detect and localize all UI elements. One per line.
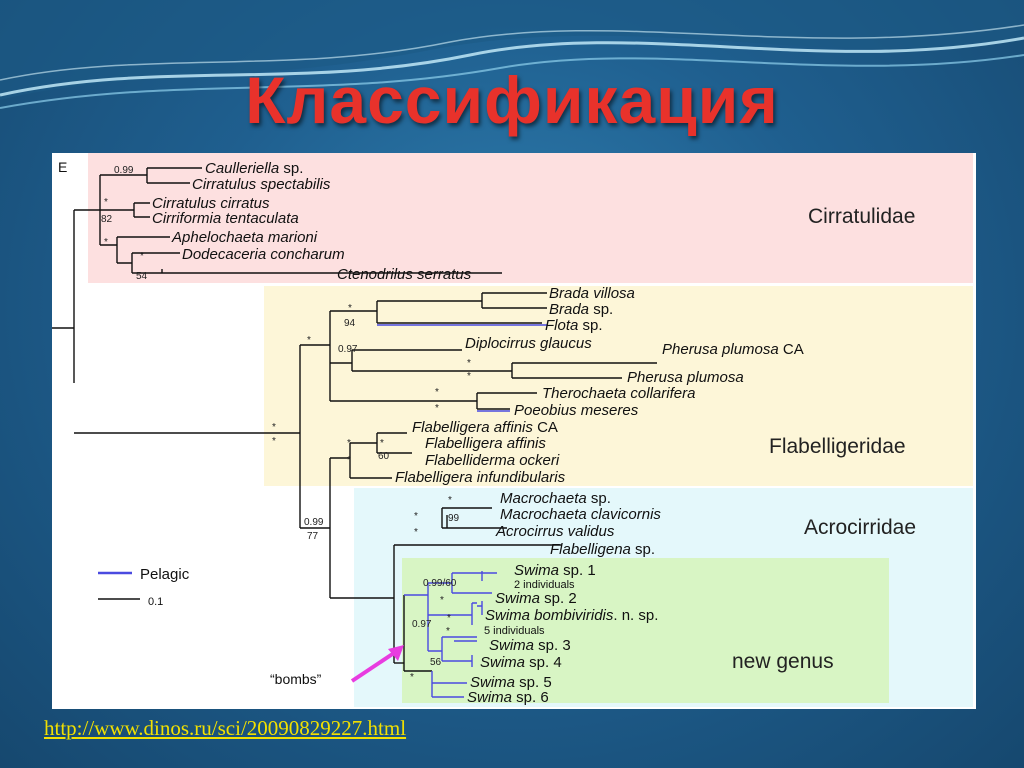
support-value: * xyxy=(104,197,108,208)
taxon-label: Therochaeta collarifera xyxy=(542,385,695,402)
taxon-label: Macrochaeta sp. xyxy=(500,490,611,507)
taxon-label: Cirriformia tentaculata xyxy=(152,210,299,227)
family-label: Flabelligeridae xyxy=(769,435,906,458)
support-value: 54 xyxy=(136,271,148,282)
family-label: Cirratulidae xyxy=(808,205,915,228)
taxon-label: Flota sp. xyxy=(545,317,603,334)
support-value: 94 xyxy=(344,318,356,329)
taxon-label: Pherusa plumosa xyxy=(627,369,744,386)
swima-branches xyxy=(394,595,432,672)
support-value: * xyxy=(446,626,450,637)
phylogenetic-tree: E 0.99 * 82 * * 54 Caulleriella sp. Cirr… xyxy=(52,153,973,707)
support-value: * xyxy=(104,237,108,248)
source-link[interactable]: http://www.dinos.ru/sci/20090829227.html xyxy=(44,716,407,740)
new-genus-region xyxy=(402,558,889,703)
support-value: * xyxy=(467,371,471,382)
support-value: * xyxy=(435,387,439,398)
legend: Pelagic 0.1 xyxy=(98,566,190,608)
taxon-label: Ctenodrilus serratus xyxy=(337,266,472,283)
pelagic-legend-label: Pelagic xyxy=(140,566,190,583)
support-value: * xyxy=(410,672,414,683)
taxon-label: Swima sp. 4 xyxy=(480,654,562,671)
taxon-label: Poeobius meseres xyxy=(514,402,639,419)
support-value: 0.97 xyxy=(338,344,358,355)
taxon-label: Flabelligena sp. xyxy=(550,541,655,558)
taxon-label: Cirratulus spectabilis xyxy=(192,176,331,193)
taxon-label: Brada villosa xyxy=(549,285,635,302)
support-value: 0.99 xyxy=(114,165,134,176)
bombs-arrow-icon xyxy=(350,645,404,683)
cirratulidae-branches xyxy=(73,167,502,383)
panel-label: E xyxy=(58,159,67,175)
bombs-label: “bombs” xyxy=(270,671,322,687)
taxon-label: Pherusa plumosa CA xyxy=(662,341,804,358)
support-value: * xyxy=(348,303,352,314)
support-value: * xyxy=(440,595,444,606)
support-value: 60 xyxy=(378,451,390,462)
taxon-label: Swima sp. 1 xyxy=(514,562,596,579)
taxon-label: Swima bombiviridis. n. sp. xyxy=(485,607,658,624)
taxon-label: Swima sp. 6 xyxy=(467,689,549,706)
support-value: * xyxy=(140,251,144,262)
family-label: new genus xyxy=(732,650,834,673)
scale-bar-label: 0.1 xyxy=(148,596,163,608)
support-value: * xyxy=(347,438,351,449)
support-value: 0.97 xyxy=(412,619,432,630)
support-value: * xyxy=(447,613,451,624)
support-value: * xyxy=(380,438,384,449)
taxon-label: Aphelochaeta marioni xyxy=(171,229,318,246)
taxon-label: Flabelliderma ockeri xyxy=(425,452,560,469)
taxon-label: Caulleriella sp. xyxy=(205,160,303,177)
support-value: * xyxy=(435,403,439,414)
support-value: * xyxy=(414,511,418,522)
taxon-label: Flabelligera infundibularis xyxy=(395,469,566,486)
taxon-label: Dodecaceria concharum xyxy=(182,246,345,263)
header-wave-decoration xyxy=(0,0,1024,109)
cirratulidae-region xyxy=(88,153,973,283)
support-value: * xyxy=(272,436,276,447)
taxon-label: Diplocirrus glaucus xyxy=(465,335,592,352)
support-value: * xyxy=(414,527,418,538)
backbone-branches xyxy=(52,292,657,663)
family-label: Acrocirridae xyxy=(804,516,916,539)
support-value: 82 xyxy=(101,214,113,225)
taxon-label: Swima sp. 3 xyxy=(489,637,571,654)
support-value: 0.99/60 xyxy=(423,578,457,589)
taxon-label: Flabelligera affinis xyxy=(425,435,546,452)
support-value: 77 xyxy=(307,531,319,542)
support-value: * xyxy=(307,335,311,346)
taxon-label: Macrochaeta clavicornis xyxy=(500,506,661,523)
slide-title: Классификация xyxy=(245,63,779,137)
taxon-note: 2 individuals xyxy=(514,579,575,591)
taxon-label: Acrocirrus validus xyxy=(495,523,615,540)
taxon-label: Swima sp. 5 xyxy=(470,674,552,691)
support-value: * xyxy=(467,358,471,369)
support-value: * xyxy=(272,422,276,433)
swima-pelagic-branches xyxy=(404,571,497,698)
support-value: * xyxy=(347,455,351,466)
taxon-note: 5 individuals xyxy=(484,625,545,637)
support-value: * xyxy=(448,495,452,506)
taxon-label: Cirratulus cirratus xyxy=(152,195,270,212)
taxon-label: Flabelligera affinis CA xyxy=(412,419,558,436)
support-value: 56 xyxy=(430,657,442,668)
taxon-label: Brada sp. xyxy=(549,301,613,318)
phylogenetic-tree-figure: E 0.99 * 82 * * 54 Caulleriella sp. Cirr… xyxy=(52,153,976,709)
support-value: 99 xyxy=(448,513,460,524)
support-value: 0.99 xyxy=(304,517,324,528)
taxon-label: Swima sp. 2 xyxy=(495,590,577,607)
